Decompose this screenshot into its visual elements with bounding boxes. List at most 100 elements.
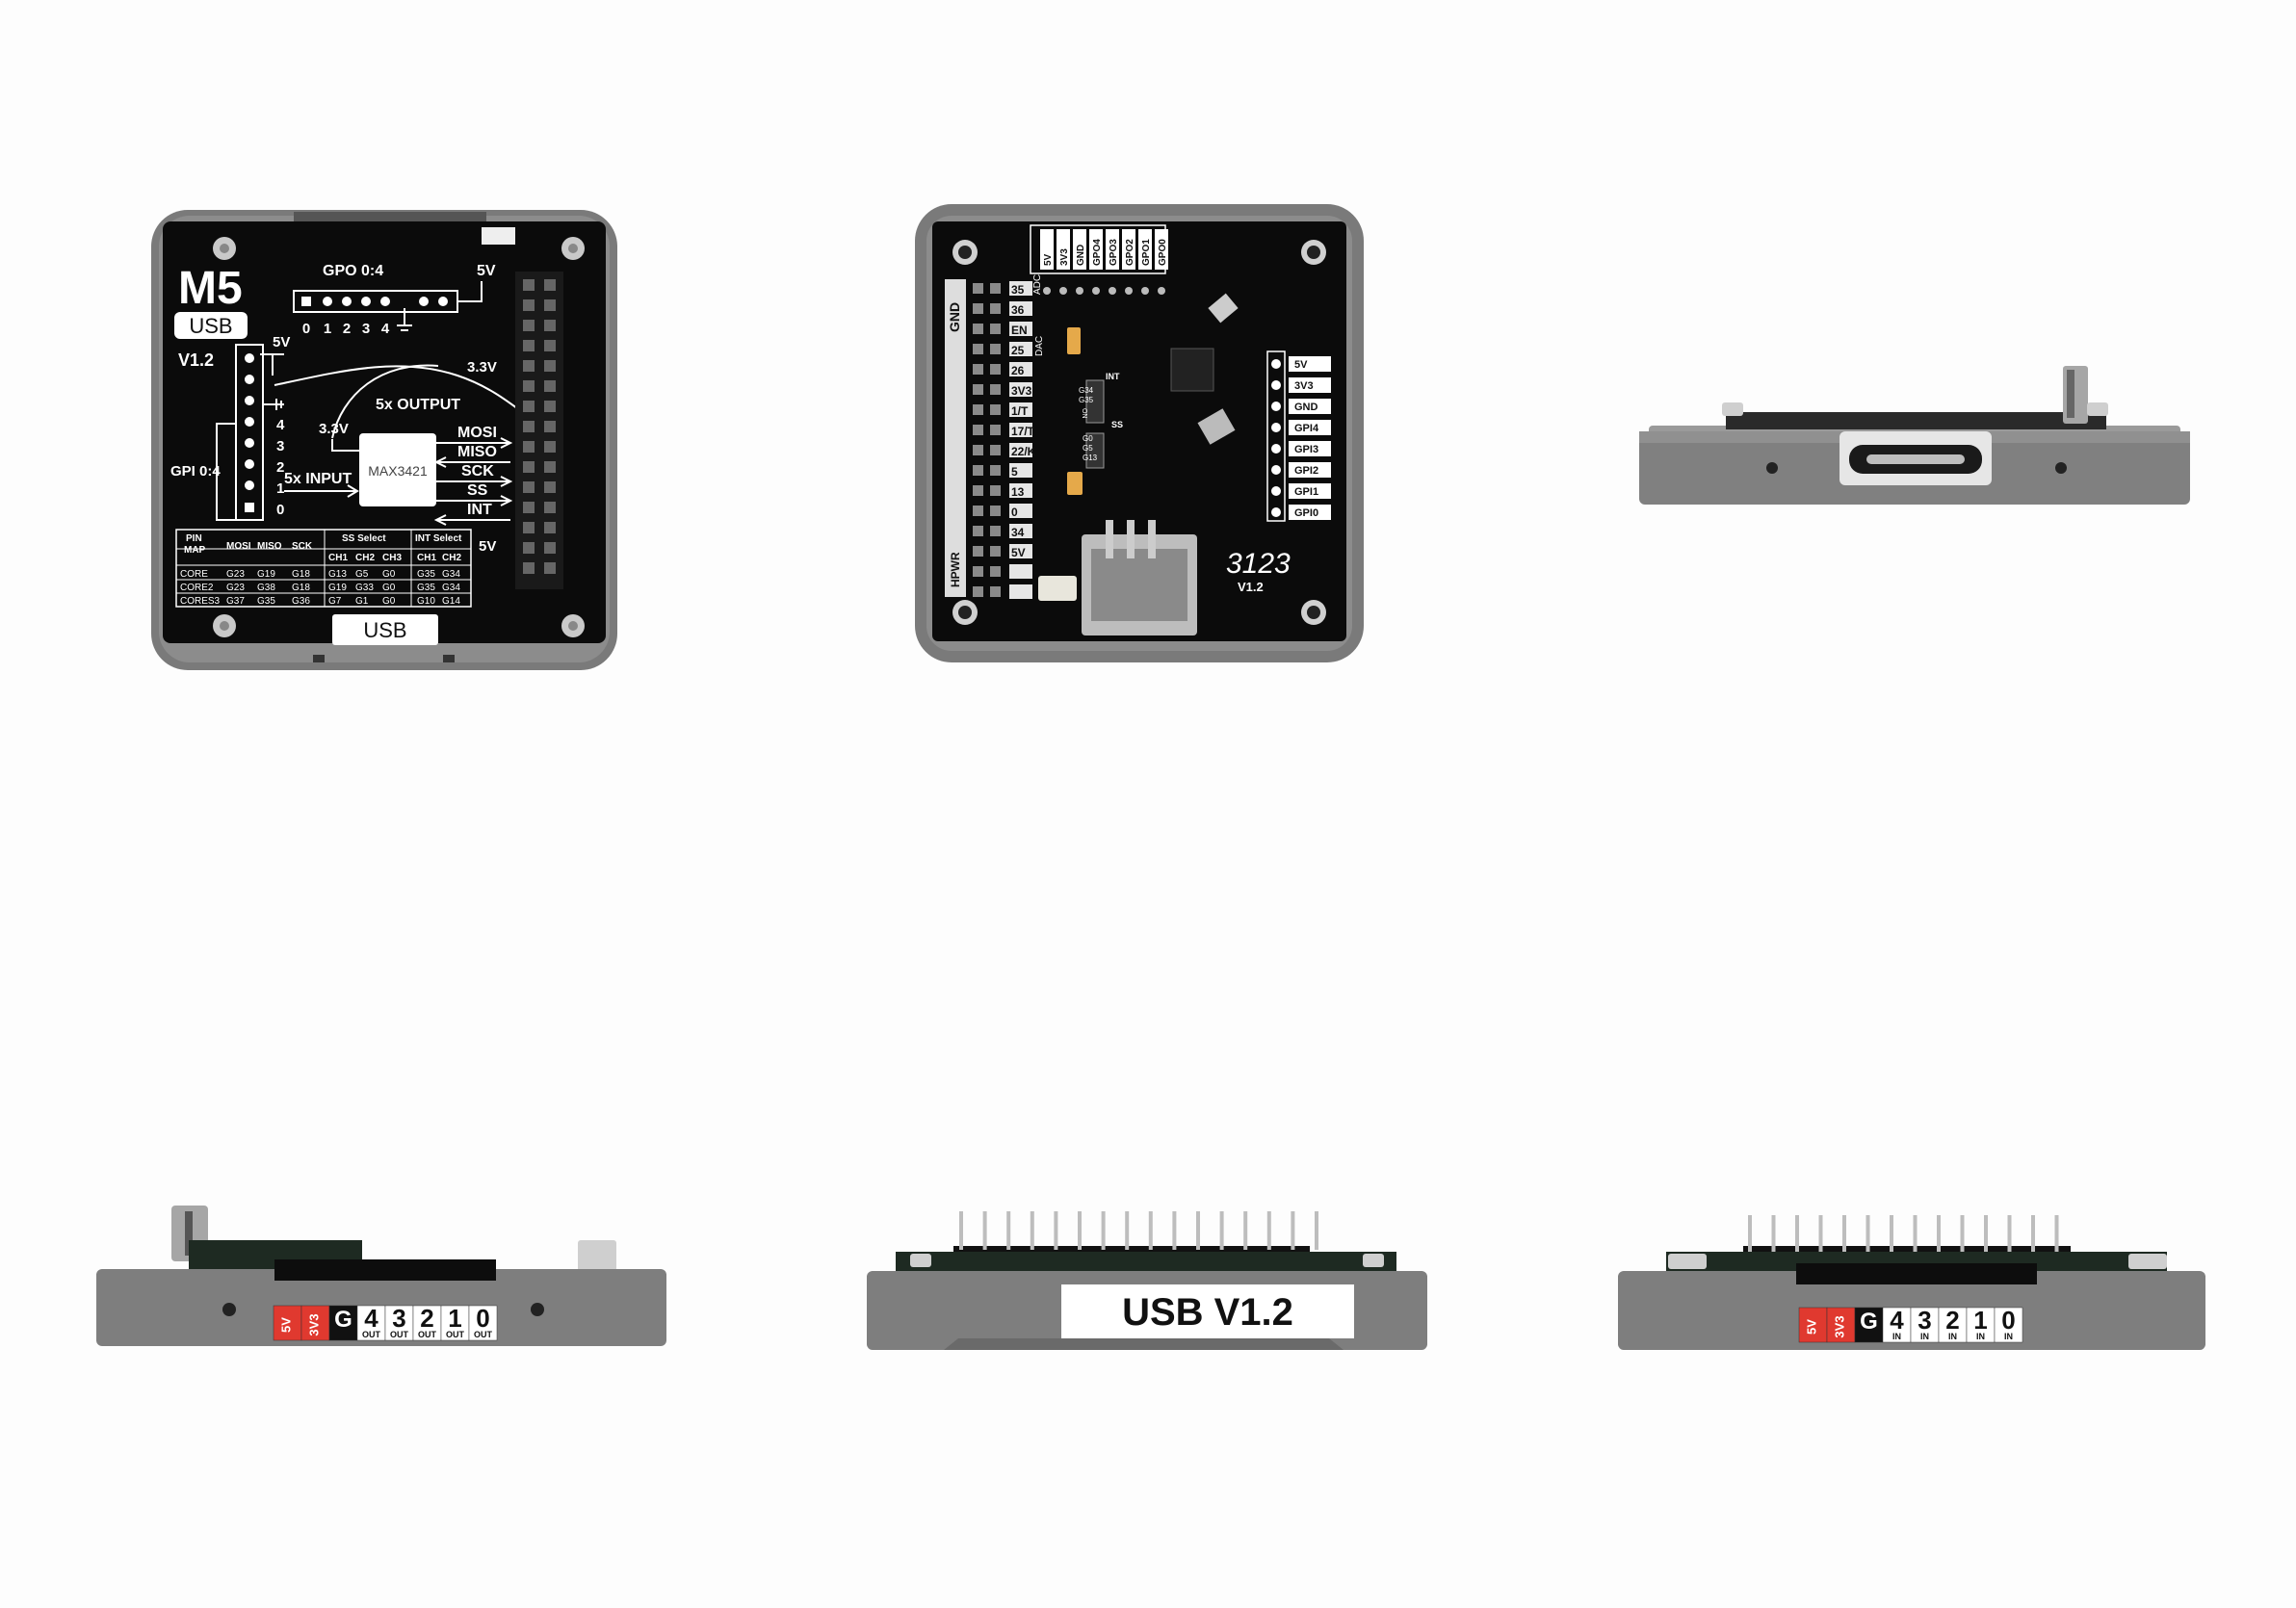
header-pin: [523, 380, 535, 392]
pin: [1960, 1215, 1965, 1254]
pin: [1818, 1215, 1823, 1254]
table-cell: G37: [226, 596, 245, 607]
gpo-pin-label: 2: [343, 321, 351, 337]
top-pin-label: GPO1: [1141, 239, 1152, 266]
top-pin-pad: [1089, 229, 1103, 270]
header-pin: [973, 546, 983, 557]
side-view-plate: USB V1.2: [867, 1211, 1430, 1356]
column-label: 17/T: [1011, 425, 1035, 438]
table-cell: CORES3: [180, 596, 221, 607]
header-pin: [523, 401, 535, 412]
header-pin: [523, 441, 535, 453]
output-label: 5x OUTPUT: [376, 397, 460, 413]
header-pin: [523, 320, 535, 331]
pin-label-cell: [328, 1305, 358, 1341]
header-pin: [544, 360, 556, 372]
header-pin: [990, 506, 1001, 516]
table-cell: G0: [382, 596, 396, 607]
pin: [1748, 1215, 1752, 1254]
usb-plate-label: USB: [363, 618, 406, 642]
header-pin: [973, 586, 983, 597]
pin: [1771, 1215, 1776, 1254]
header-pin: [973, 384, 983, 395]
pin-label: 0: [2001, 1306, 2015, 1335]
table-header: MISO: [257, 541, 282, 552]
pin: [1125, 1211, 1130, 1250]
signal-label: MOSI: [457, 425, 497, 441]
gpo-pin-label: 3: [362, 321, 370, 337]
table-cell: CORE: [180, 569, 208, 580]
table-header: SCK: [292, 541, 313, 552]
header-pin: [523, 562, 535, 574]
header-pin: [523, 502, 535, 513]
pin-label-cell: [1966, 1307, 1996, 1343]
usb-plate: [332, 614, 438, 645]
header-pin: [990, 324, 1001, 334]
header-pin: [973, 324, 983, 334]
top-pin-pad: [1073, 229, 1086, 270]
header-pin: [1271, 380, 1281, 390]
header-pin: [990, 404, 1001, 415]
max3421-chip: [359, 433, 436, 506]
column-label: EN: [1011, 324, 1028, 337]
top-pin-pad: [1106, 229, 1119, 270]
column-label: 25: [1011, 344, 1025, 357]
header-pin: [973, 364, 983, 375]
column-label: 1/T: [1011, 404, 1029, 418]
table-header: PIN: [186, 533, 202, 544]
pin-label: 2: [420, 1304, 433, 1333]
screw-hole-icon: [531, 1303, 544, 1316]
column-label: 3V3: [1011, 384, 1032, 398]
pin-direction-label: OUT: [446, 1330, 465, 1339]
pin: [1890, 1215, 1893, 1254]
header-pin: [1271, 465, 1281, 475]
input-label: 5x INPUT: [284, 471, 352, 487]
ic-chip: [1170, 348, 1214, 392]
pin-label: 3V3: [307, 1313, 322, 1336]
header-pin: [973, 425, 983, 435]
side-usbc-svg: [1639, 366, 2190, 505]
top-pin-label: GPO0: [1158, 239, 1168, 266]
on-label: ON: [1081, 408, 1087, 419]
signal-label: INT: [467, 502, 492, 518]
column-label: 35: [1011, 283, 1025, 297]
pin: [1101, 1211, 1106, 1250]
table-header: INT Select: [415, 533, 462, 544]
header-pin: [973, 445, 983, 455]
table-header: CH2: [442, 553, 461, 563]
pin-direction-label: OUT: [362, 1330, 381, 1339]
top-pin-label: GPO4: [1092, 239, 1103, 266]
table-cell: G33: [355, 583, 374, 593]
table-header: MOSI: [226, 541, 251, 552]
pin: [1795, 1215, 1799, 1254]
pin-label-cell: [356, 1305, 386, 1341]
right-pin-label: GPI3: [1294, 444, 1318, 455]
table-cell: G13: [328, 569, 347, 580]
pin: [1078, 1211, 1082, 1250]
header-pin: [544, 441, 556, 453]
right-pin-label: 5V: [1294, 359, 1308, 371]
gnd-label: GND: [947, 302, 962, 332]
table-cell: G19: [257, 569, 275, 580]
gpi-pin-label: 1: [276, 480, 284, 497]
header-pin: [523, 481, 535, 493]
right-pin-label: GND: [1294, 402, 1318, 413]
header-pin: [990, 303, 1001, 314]
gpi-pin-label: 0: [276, 502, 284, 518]
plate-label: USB V1.2: [1122, 1291, 1293, 1334]
pin: [1243, 1211, 1248, 1250]
table-cell: G1: [355, 596, 369, 607]
pin: [1054, 1211, 1058, 1250]
header-pin: [990, 526, 1001, 536]
pin-label: 3: [1918, 1306, 1931, 1335]
pin-direction-label: OUT: [474, 1330, 493, 1339]
gpo-pin-label: 1: [324, 321, 331, 337]
top-pin-label: GPO2: [1125, 239, 1135, 266]
crystal: [1197, 408, 1236, 445]
header-pin: [523, 340, 535, 351]
pin: [1219, 1211, 1224, 1250]
header-pin: [973, 566, 983, 577]
pin-label-cell: [1882, 1307, 1912, 1343]
table-header: CH1: [328, 553, 348, 563]
